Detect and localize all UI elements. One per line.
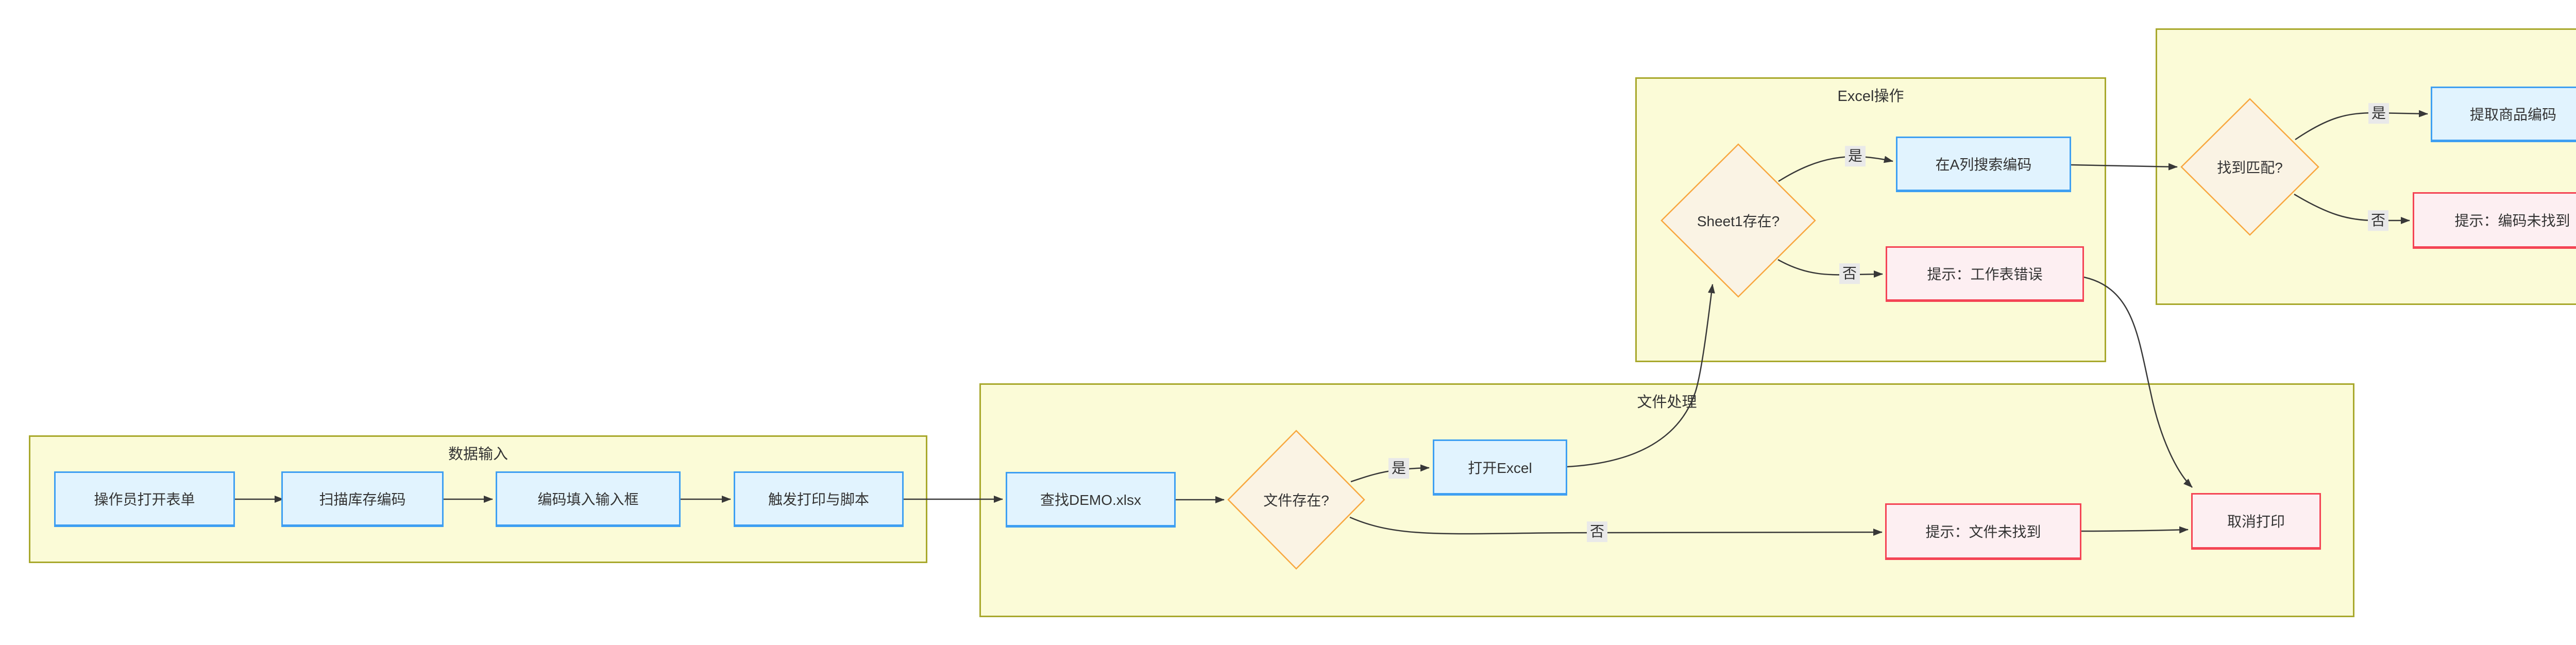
diamond-shape-icon (1227, 430, 1365, 570)
node-extract-code: 提取商品编码 (2431, 87, 2576, 142)
node-sheet1-exists-decision: Sheet1存在? (1660, 143, 1816, 298)
node-match-found-label: 找到匹配? (2217, 160, 2283, 176)
diamond-shape-icon (1660, 143, 1816, 298)
node-sheet-error: 提示：工作表错误 (1886, 246, 2084, 302)
node-fill-input: 编码填入输入框 (496, 471, 681, 527)
edge-label-sheet-yes: 是 (1844, 146, 1866, 166)
node-scan-code: 扫描库存编码 (281, 471, 444, 527)
edge-file-yes (1350, 464, 1430, 483)
node-file-exists-decision: 文件存在? (1227, 430, 1365, 570)
edge-label-match-yes: 是 (2368, 103, 2389, 124)
edge-file-not-found-to-cancel (2081, 526, 2189, 534)
subgraph-title-excel-ops: Excel操作 (1837, 88, 1904, 105)
subgraph-title-data-input: 数据输入 (448, 446, 508, 463)
node-open-form: 操作员打开表单 (54, 471, 235, 527)
node-match-found-decision: 找到匹配? (2180, 98, 2319, 236)
node-find-demo: 查找DEMO.xlsx (1006, 472, 1176, 528)
node-sheet1-exists-label: Sheet1存在? (1697, 213, 1780, 229)
node-open-excel: 打开Excel (1433, 439, 1567, 496)
edge-label-match-no: 否 (2367, 210, 2389, 231)
node-trigger-print: 触发打印与脚本 (734, 471, 904, 527)
edge-search-to-match (2071, 163, 2178, 171)
diamond-shape-icon (2180, 98, 2319, 236)
subgraph-title-file-processing: 文件处理 (1637, 394, 1697, 411)
node-file-not-found: 提示：文件未找到 (1885, 503, 2081, 560)
node-file-exists-label: 文件存在? (1263, 493, 1329, 508)
edge-label-sheet-no: 否 (1839, 263, 1860, 284)
edge-label-file-yes: 是 (1388, 458, 1410, 479)
edge-sheet-yes (1778, 156, 1893, 182)
node-code-not-found: 提示：编码未找到 (2413, 192, 2576, 249)
edge-label-file-no: 否 (1586, 521, 1608, 542)
node-cancel-print-file: 取消打印 (2191, 493, 2321, 550)
edge-open-excel-to-sheet1 (1567, 284, 1715, 468)
edge-file-no (1349, 516, 1883, 536)
node-search-col-a: 在A列搜索编码 (1896, 137, 2071, 192)
edge-sheet-no (1777, 259, 1883, 278)
edge-sheet-error-to-cancel (2083, 276, 2193, 488)
